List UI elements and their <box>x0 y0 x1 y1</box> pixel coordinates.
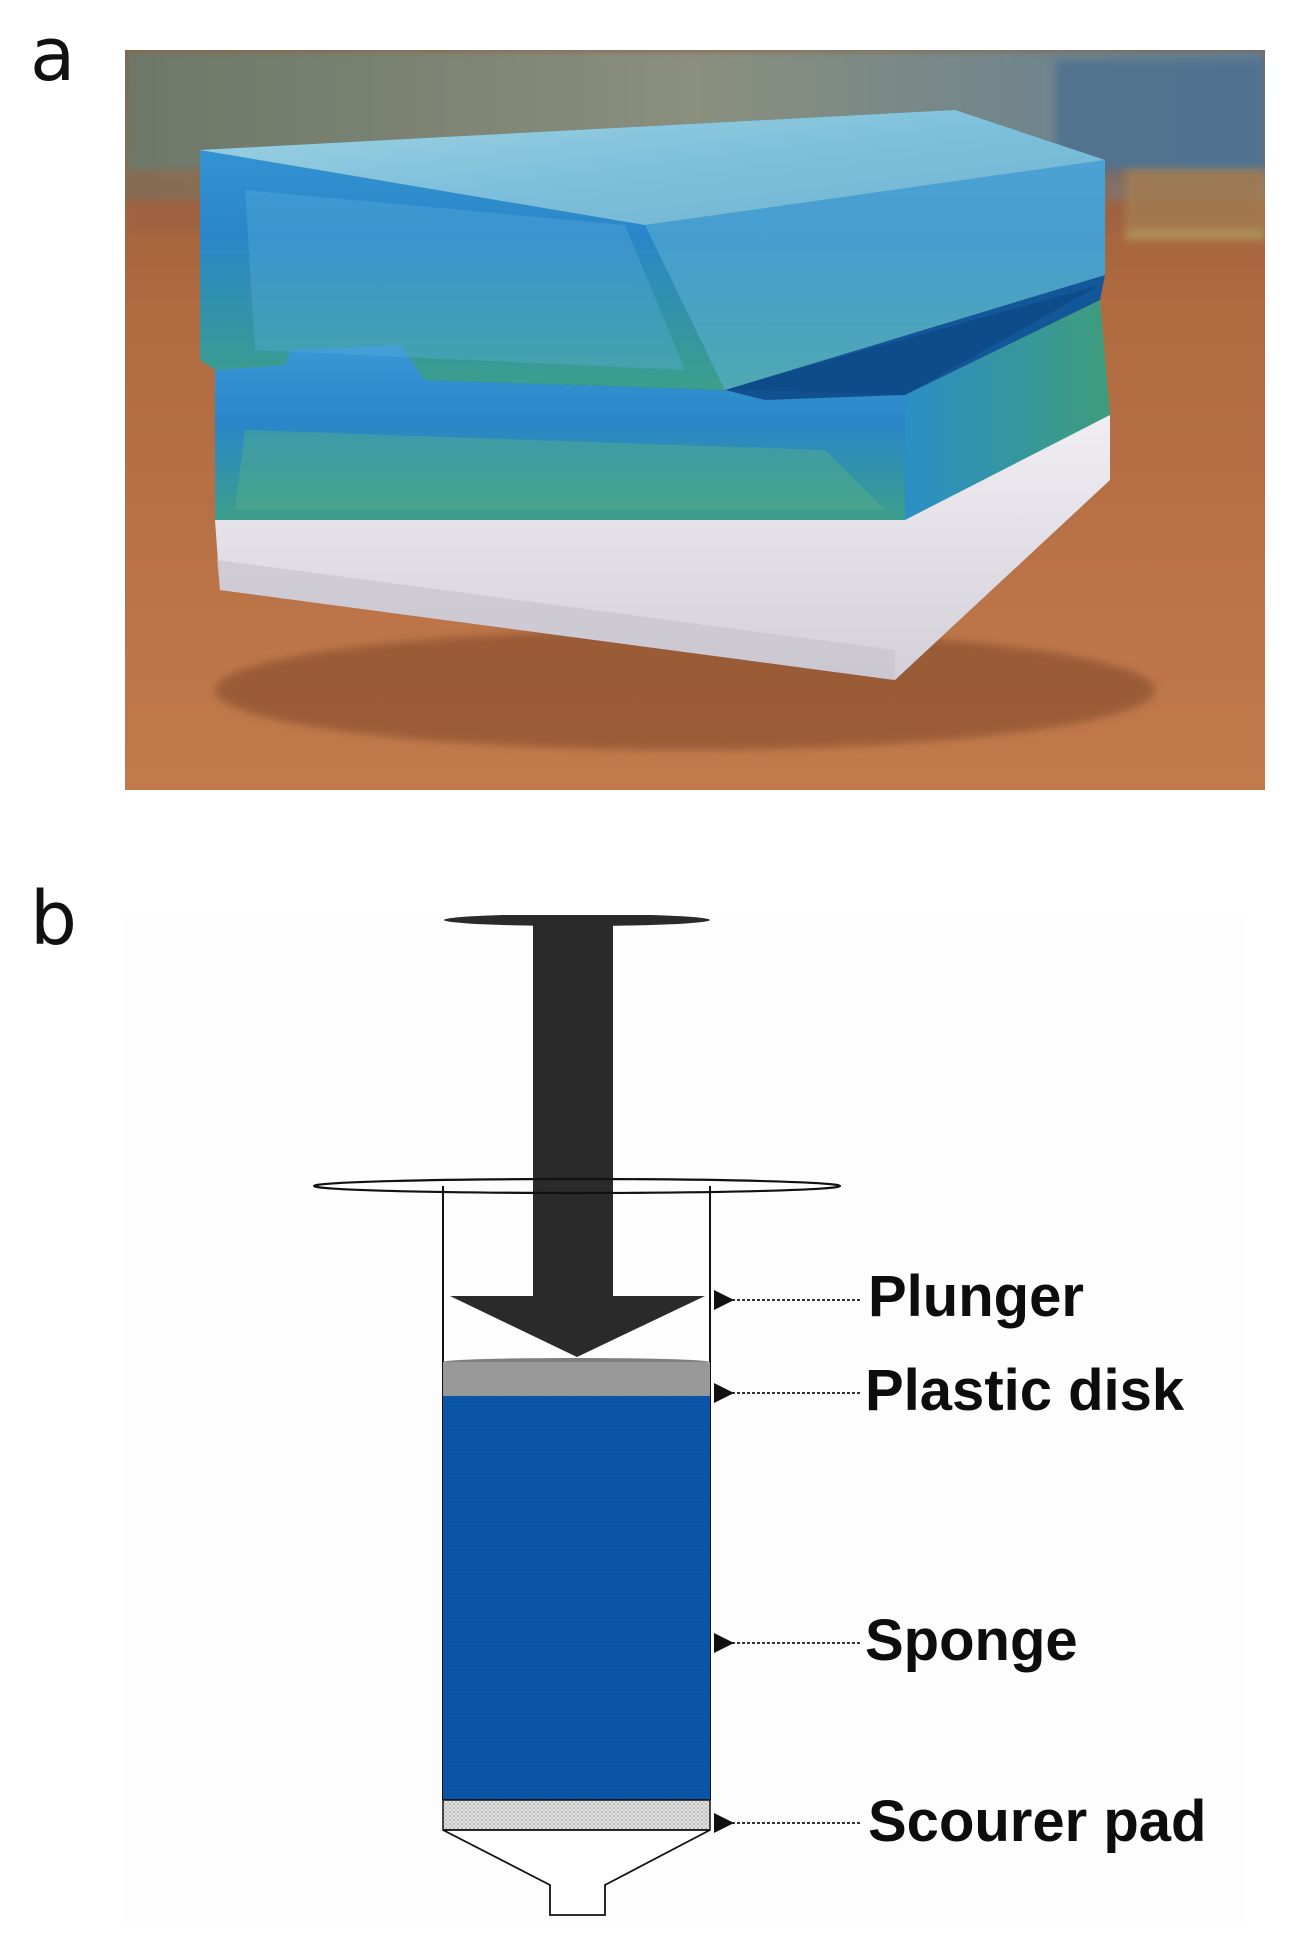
syringe-tip <box>442 1829 711 1916</box>
plunger-head <box>450 1296 705 1357</box>
plunger-rod <box>533 923 613 1296</box>
plastic-disk-label: Plastic disk <box>865 1358 1185 1423</box>
scourer-pad-label: Scourer pad <box>868 1789 1207 1854</box>
sponge-photo-illustration <box>125 50 1265 790</box>
plunger-handle <box>444 915 710 926</box>
sponge-photo <box>125 50 1265 790</box>
sponge-label: Sponge <box>865 1608 1078 1673</box>
syringe-diagram <box>125 915 1245 1925</box>
panel-label-b: b <box>30 876 77 962</box>
scourer-pad-layer <box>442 1799 711 1831</box>
sponge-layer <box>443 1396 710 1800</box>
panel-label-a: a <box>30 12 76 98</box>
barrel-flange <box>312 1177 842 1195</box>
plunger-label: Plunger <box>868 1264 1084 1329</box>
plastic-disk <box>443 1362 710 1396</box>
